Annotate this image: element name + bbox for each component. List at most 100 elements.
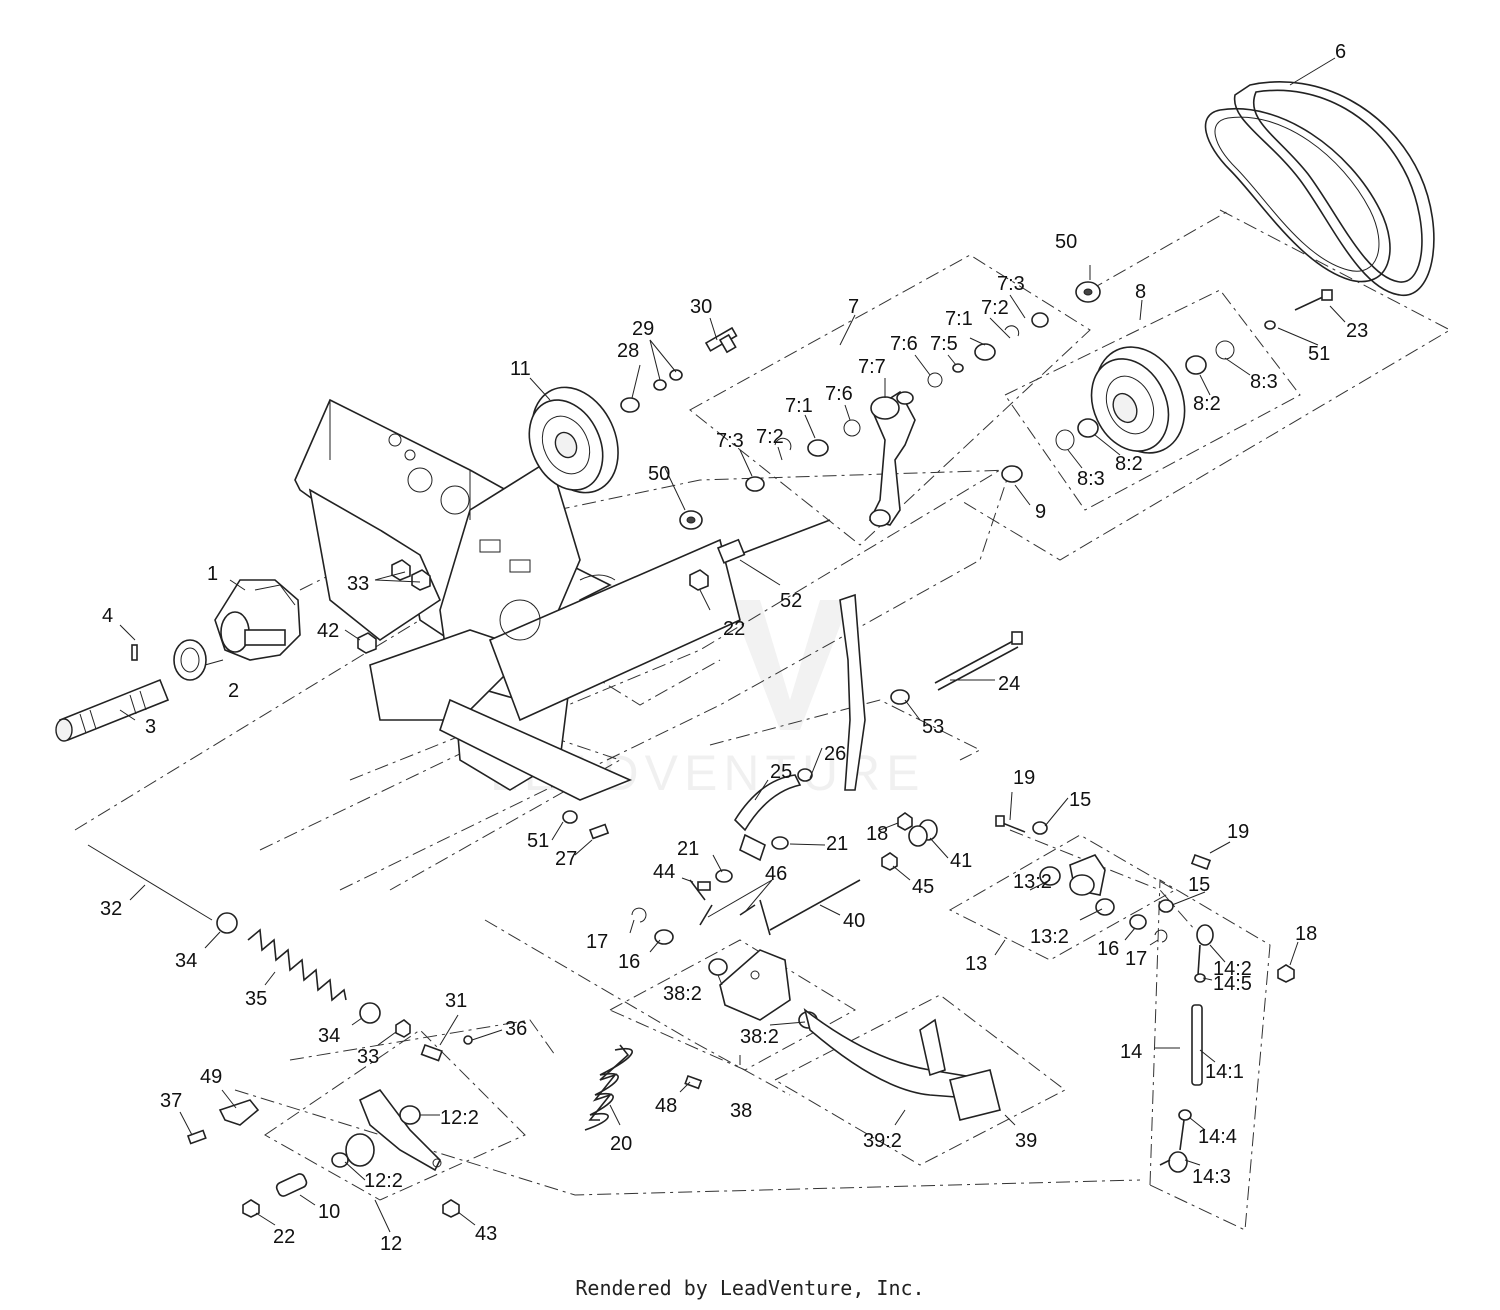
spacer-15-upper: [1032, 821, 1048, 835]
pedal-39: [803, 1007, 1001, 1121]
callout-13-2: 13:2: [1030, 926, 1069, 948]
callout-22-lower: 22: [273, 1226, 295, 1248]
callout-7-2: 7:2: [756, 426, 784, 448]
shaft-3: [55, 678, 170, 742]
bolt-48: [684, 1074, 703, 1090]
callout-44: 44: [653, 861, 675, 883]
callout-16-left: 16: [618, 951, 640, 973]
callout-49: 49: [200, 1066, 222, 1088]
turnbuckle-14: [1159, 924, 1214, 1173]
washer-29b: [669, 369, 683, 381]
nut-42: [357, 632, 377, 654]
callout-7-6: 7:6: [825, 383, 853, 405]
collar-34: [359, 1002, 381, 1024]
callout-7-7: 7:7: [858, 356, 886, 378]
callout-38-2-top: 38:2: [663, 983, 702, 1005]
washer-36: [463, 1035, 473, 1045]
link-25: [733, 774, 802, 862]
nut-33-lower: [395, 1019, 411, 1038]
callout-53: 53: [922, 716, 944, 738]
callout-labels: 6 50 7:3 7 8 23 30 29 7:1 7:2 51 8:3 28 …: [100, 41, 1368, 1255]
callout-17-right: 17: [1125, 948, 1147, 970]
bolt-27: [588, 823, 610, 840]
pulley-11: [528, 386, 619, 494]
callout-30: 30: [690, 296, 712, 318]
idler-pulley-8: [1001, 340, 1235, 483]
footer-credit: Rendered by LeadVenture, Inc.: [575, 1276, 925, 1300]
callout-14-2: 14:2: [1213, 958, 1252, 980]
mower-frame: [294, 398, 741, 801]
callout-9: 9: [1035, 501, 1046, 523]
callout-8-2-top: 8:2: [1193, 393, 1221, 415]
callout-42: 42: [317, 620, 339, 642]
callout-45: 45: [912, 876, 934, 898]
bolt-37: [186, 1129, 207, 1145]
washer-51-top: [1264, 320, 1276, 330]
callout-34-left: 34: [175, 950, 197, 972]
callout-8: 8: [1135, 281, 1146, 303]
spacer-10: [275, 1173, 308, 1197]
callout-26: 26: [824, 743, 846, 765]
bolt-19-right: [1190, 853, 1212, 870]
callout-38: 38: [730, 1100, 752, 1122]
callout-36: 36: [505, 1018, 527, 1040]
callout-3: 3: [145, 716, 156, 738]
cable-32: [87, 844, 238, 934]
callout-52: 52: [780, 590, 802, 612]
callout-7-5: 7:5: [930, 333, 958, 355]
callout-33-top: 33: [347, 573, 369, 595]
bracket-plate: [839, 593, 866, 791]
callout-40: 40: [843, 910, 865, 932]
rod-24: [934, 631, 1023, 691]
callout-15-top: 15: [1069, 789, 1091, 811]
spring-20: [584, 1044, 634, 1131]
callout-19-top: 19: [1013, 767, 1035, 789]
callout-12-2: 12:2: [364, 1170, 403, 1192]
callout-34: 34: [318, 1025, 340, 1047]
drive-belt: [1204, 81, 1435, 296]
callout-43: 43: [475, 1223, 497, 1245]
nut-33-top-b: [411, 569, 431, 591]
assembly-outlines: [74, 209, 1452, 1231]
callout-14: 14: [1120, 1041, 1142, 1063]
washer-29a: [653, 379, 667, 391]
callout-12-2-top: 12:2: [440, 1107, 479, 1129]
callout-18-center: 18: [866, 823, 888, 845]
callout-20: 20: [610, 1133, 632, 1155]
washer-51-lower: [562, 810, 578, 824]
callout-32: 32: [100, 898, 122, 920]
callout-48: 48: [655, 1095, 677, 1117]
washer-26: [797, 768, 813, 782]
callout-7-6-top: 7:6: [890, 333, 918, 355]
callout-39-2: 39:2: [863, 1130, 902, 1152]
callout-19-right: 19: [1227, 821, 1249, 843]
callout-1: 1: [207, 563, 218, 585]
callout-31: 31: [445, 990, 467, 1012]
callout-13-2-top: 13:2: [1013, 871, 1052, 893]
pin-44: [689, 879, 711, 901]
callout-13: 13: [965, 953, 987, 975]
callout-10: 10: [318, 1201, 340, 1223]
housing-1: [214, 579, 301, 661]
callout-18-right: 18: [1295, 923, 1317, 945]
callout-23: 23: [1346, 320, 1368, 342]
clip-17-left: [631, 907, 647, 923]
callout-2: 2: [228, 680, 239, 702]
callout-8-2: 8:2: [1115, 453, 1143, 475]
callout-14-5: 14:5: [1213, 973, 1252, 995]
nut-22-upper: [689, 569, 709, 591]
callout-14-1: 14:1: [1205, 1061, 1244, 1083]
callout-7-3: 7:3: [716, 430, 744, 452]
callout-14-4: 14:4: [1198, 1126, 1237, 1148]
callout-25: 25: [770, 761, 792, 783]
callout-22-top: 22: [723, 618, 745, 640]
callout-21-right: 21: [826, 833, 848, 855]
callout-11: 11: [510, 358, 531, 380]
spring-35: [247, 928, 347, 1002]
callout-17-left: 17: [586, 931, 608, 953]
callout-7: 7: [848, 296, 859, 318]
lever-49: [218, 1099, 260, 1126]
callout-14-3: 14:3: [1192, 1166, 1231, 1188]
clip-17-right: [1154, 929, 1168, 943]
